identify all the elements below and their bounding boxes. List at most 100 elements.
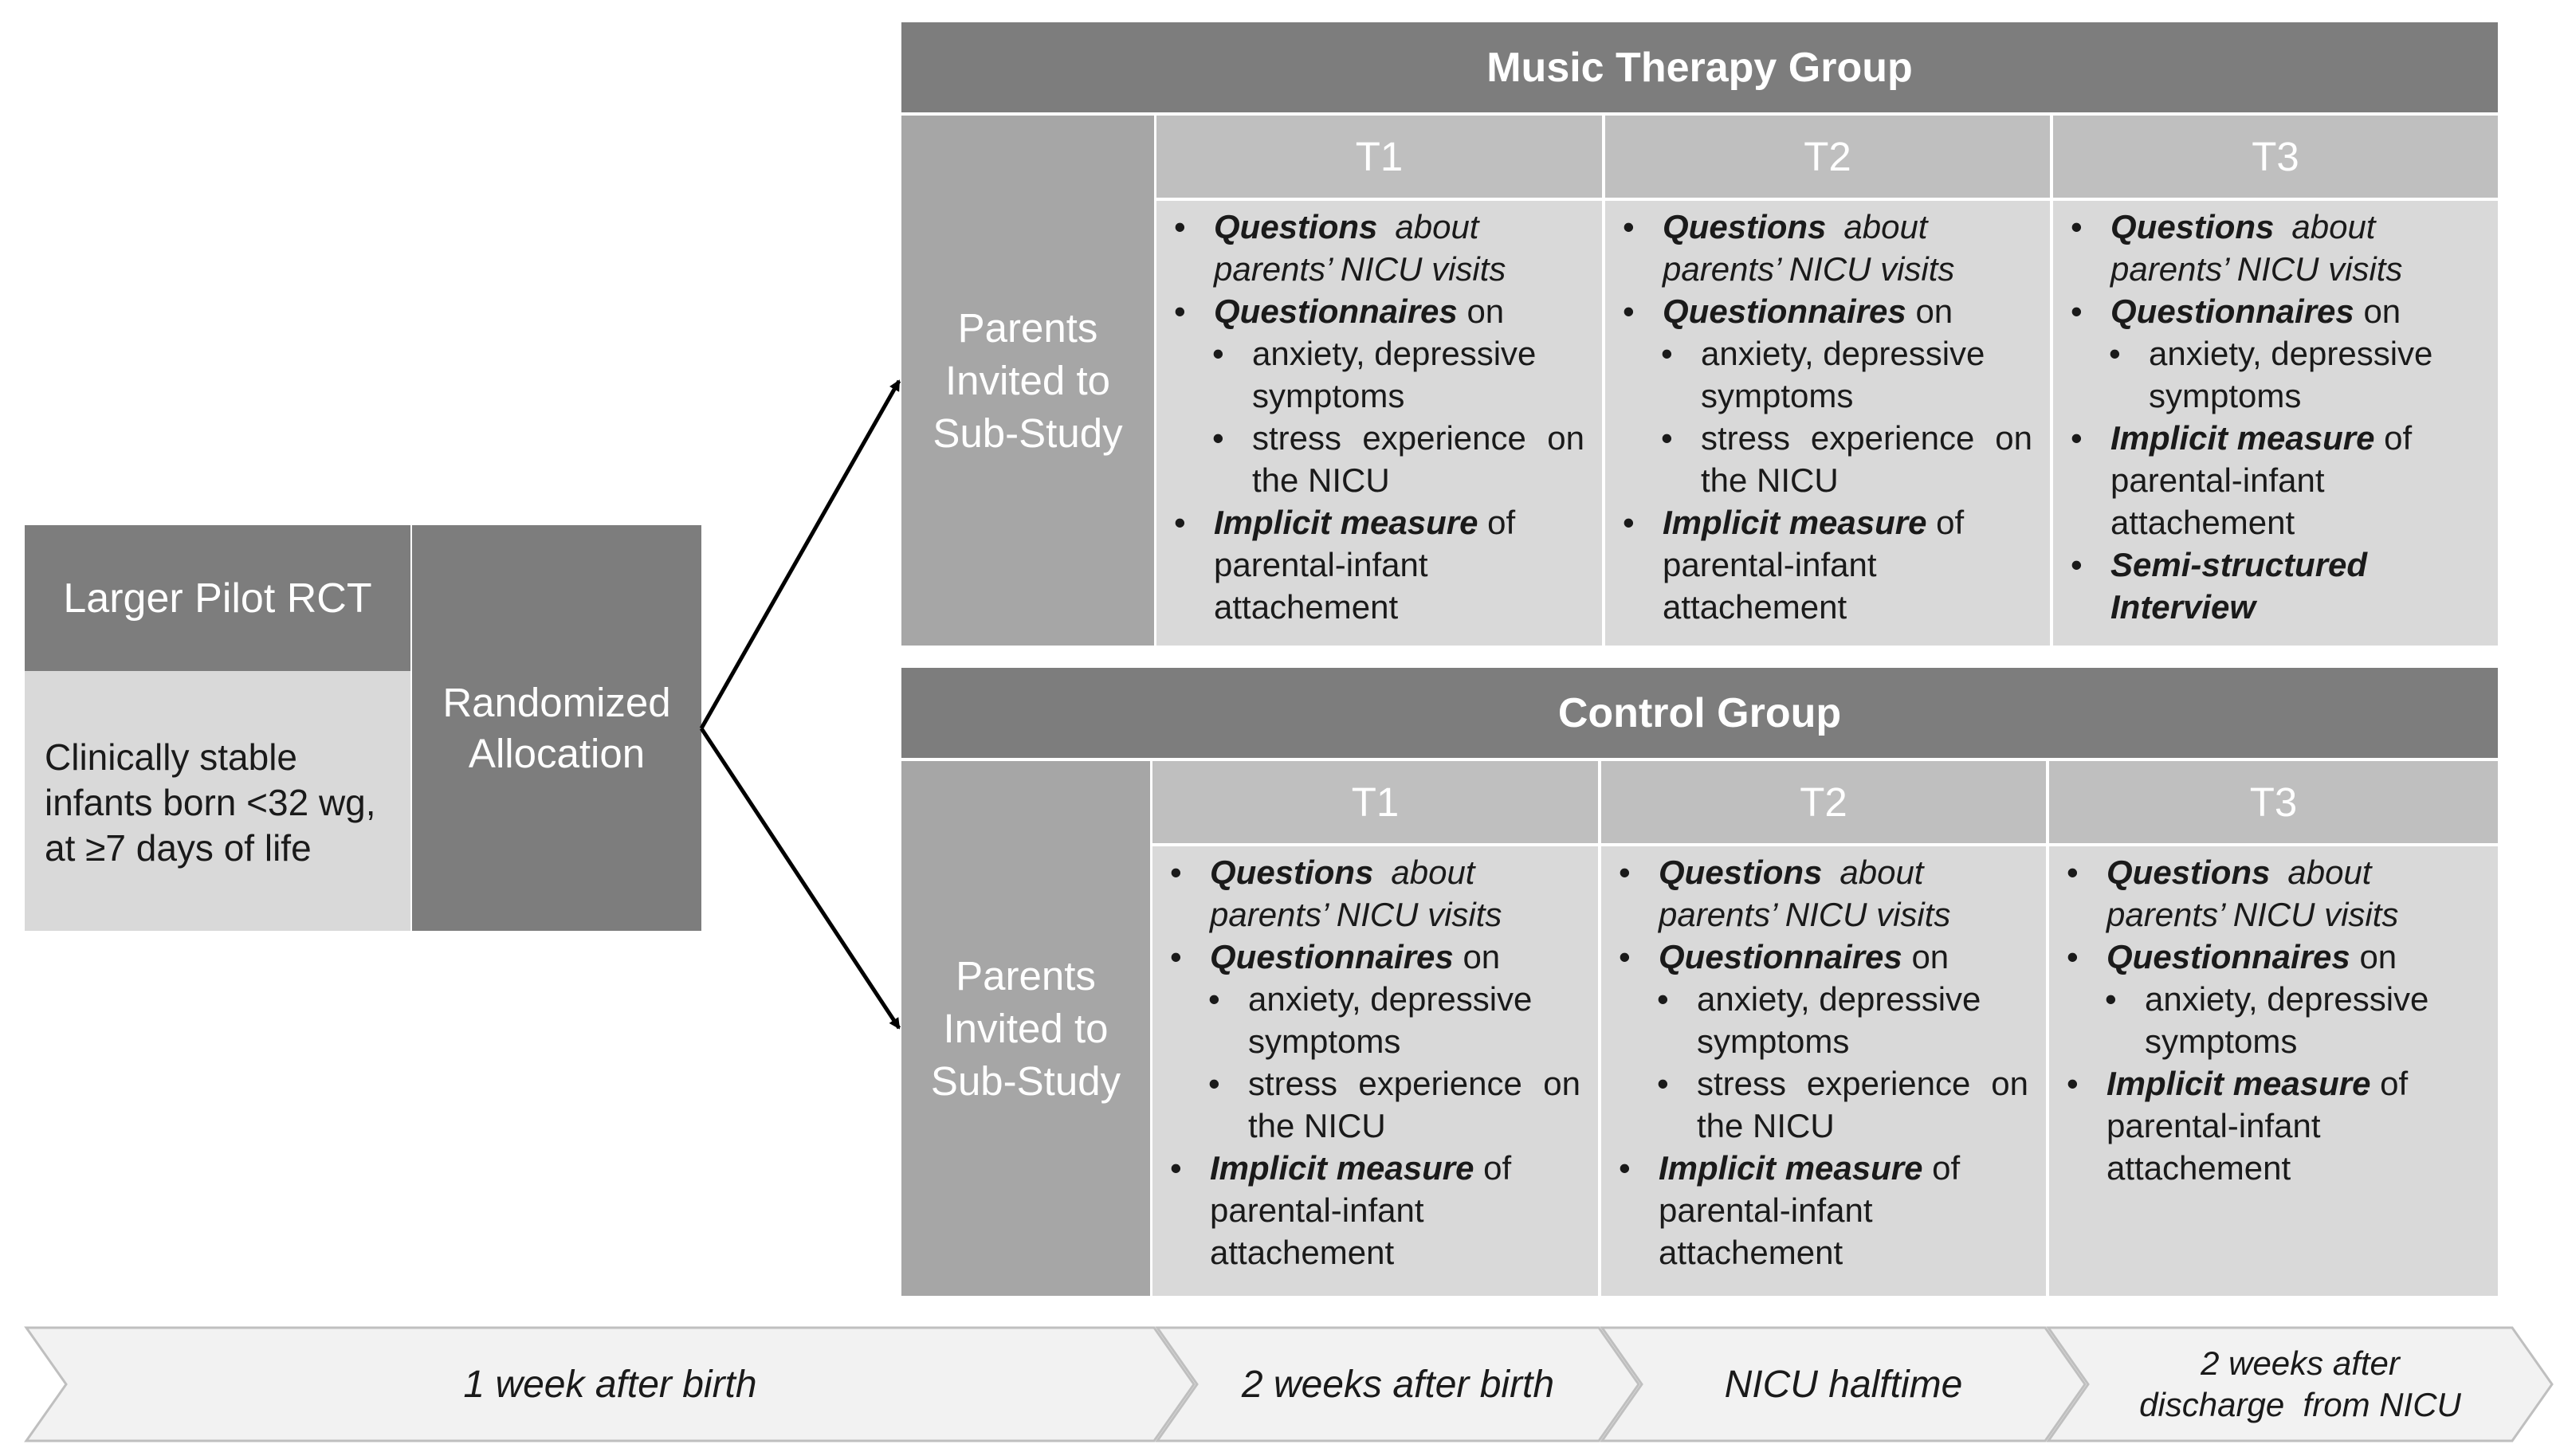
- implicit-measure-item: Implicit measure of parental-infant atta…: [1156, 501, 1602, 628]
- timeline-stage-2: 2 weeks after birth: [1241, 1363, 1555, 1406]
- item-text: parents’ NICU visits: [1210, 896, 1502, 933]
- timeline-stage-1-shape: [24, 1326, 1196, 1442]
- item-text: on: [1543, 1065, 1580, 1102]
- item-text: the NICU: [1697, 1107, 1835, 1144]
- questionnaires-item: Questionnaires on: [2053, 290, 2498, 332]
- item-text: parental-infant: [1663, 546, 1877, 583]
- item-text: anxiety, depressive: [1252, 335, 1537, 372]
- item-key: Implicit measure: [2107, 1065, 2371, 1102]
- random-line: Randomized: [442, 679, 671, 725]
- item-text: attachement: [1214, 588, 1399, 626]
- side-line: Parents: [956, 952, 1096, 999]
- item-text: parental-infant: [1659, 1191, 1873, 1229]
- item-text: the NICU: [1252, 461, 1390, 499]
- control-t3-header: T3: [2049, 761, 2498, 843]
- item-key: Questions: [1659, 854, 1823, 891]
- music-t3-measures: Questions about parents’ NICU visits Ques…: [2053, 201, 2498, 646]
- item-text: anxiety, depressive: [1697, 980, 1981, 1018]
- item-text: on: [1991, 1065, 2028, 1102]
- item-text: symptoms: [1248, 1022, 1401, 1060]
- timeline-stage-3-shape: [1600, 1326, 2087, 1442]
- item-text: experience: [1806, 1065, 1971, 1102]
- anxiety-subitem: anxiety, depressive symptoms: [1152, 978, 1598, 1062]
- random-line: Allocation: [468, 730, 646, 776]
- item-text: stress: [1252, 419, 1342, 457]
- questionnaires-item: Questionnaires on: [1156, 290, 1602, 332]
- item-text: symptoms: [1252, 377, 1405, 414]
- item-text: on: [1547, 419, 1584, 457]
- item-text: on: [1915, 292, 1953, 330]
- item-text: experience: [1362, 419, 1526, 457]
- item-key: Semi-structured: [2110, 546, 2368, 583]
- side-line: Invited to: [945, 357, 1110, 403]
- item-text: on: [1911, 938, 1949, 975]
- item-text: of: [1936, 504, 1965, 541]
- item-text: of: [1483, 1149, 1512, 1187]
- control-t2-header: T2: [1601, 761, 2046, 843]
- questions-item: Questions about parents’ NICU visits: [2053, 206, 2498, 290]
- item-text: parents’ NICU visits: [1214, 250, 1506, 288]
- control-t1-header: T1: [1152, 761, 1598, 843]
- implicit-measure-item: Implicit measure of parental-infant atta…: [1605, 501, 2050, 628]
- item-key: Implicit measure: [1214, 504, 1478, 541]
- anxiety-subitem: anxiety, depressive symptoms: [1156, 332, 1602, 417]
- item-text: anxiety, depressive: [2145, 980, 2429, 1018]
- side-line: Parents: [957, 304, 1098, 351]
- item-text: about: [1395, 208, 1479, 245]
- item-text: stress: [1701, 419, 1791, 457]
- item-text: stress: [1248, 1065, 1338, 1102]
- item-key: Implicit measure: [1210, 1149, 1474, 1187]
- item-key: Questionnaires: [2107, 938, 2350, 975]
- item-text: about: [2291, 208, 2376, 245]
- item-text: symptoms: [1701, 377, 1854, 414]
- stage4-line: 2 weeks after: [2201, 1344, 2400, 1382]
- item-key: Questions: [2110, 208, 2275, 245]
- stage4-line: discharge from NICU: [2139, 1386, 2461, 1423]
- item-text: of: [1487, 504, 1516, 541]
- music-t3-header: T3: [2053, 116, 2498, 198]
- item-key: Implicit measure: [1659, 1149, 1923, 1187]
- item-key: Questions: [1214, 208, 1378, 245]
- item-text: on: [1995, 419, 2032, 457]
- questions-item: Questions about parents’ NICU visits: [1601, 851, 2046, 936]
- item-text: parents’ NICU visits: [1663, 250, 1955, 288]
- item-text: attachement: [2110, 504, 2295, 541]
- implicit-measure-item: Implicit measure of parental-infant atta…: [2053, 417, 2498, 544]
- anxiety-subitem: anxiety, depressive symptoms: [1605, 332, 2050, 417]
- item-key: Questionnaires: [2110, 292, 2354, 330]
- timeline-stage-4-shape: [2046, 1326, 2554, 1442]
- stress-subitem: stress experience on the NICU: [1156, 417, 1602, 501]
- item-text: anxiety, depressive: [1701, 335, 1985, 372]
- item-text: symptoms: [2145, 1022, 2298, 1060]
- music-t2-header: T2: [1605, 116, 2050, 198]
- questionnaires-item: Questionnaires on: [1601, 936, 2046, 978]
- item-text: parental-infant: [1210, 1191, 1424, 1229]
- side-line: Invited to: [943, 1005, 1109, 1051]
- item-text: parents’ NICU visits: [2110, 250, 2403, 288]
- item-text: parental-infant: [1214, 546, 1428, 583]
- item-key: Questions: [1210, 854, 1374, 891]
- pilot-rct-title: Larger Pilot RCT: [25, 525, 410, 671]
- side-line: Sub-Study: [933, 410, 1123, 456]
- item-text: experience: [1358, 1065, 1522, 1102]
- item-text: anxiety, depressive: [2149, 335, 2433, 372]
- item-text: about: [1840, 854, 1924, 891]
- timeline-stage-2-shape: [1155, 1326, 1640, 1442]
- questions-item: Questions about parents’ NICU visits: [1156, 206, 1602, 290]
- randomized-allocation-box: Randomized Allocation: [412, 525, 701, 931]
- item-text: parental-infant: [2110, 461, 2325, 499]
- item-text: attachement: [1663, 588, 1847, 626]
- item-text: parents’ NICU visits: [1659, 896, 1951, 933]
- item-key: Implicit measure: [2110, 419, 2375, 457]
- item-key: Questionnaires: [1210, 938, 1454, 975]
- implicit-measure-item: Implicit measure of parental-infant atta…: [2049, 1062, 2498, 1189]
- item-text: parents’ NICU visits: [2107, 896, 2399, 933]
